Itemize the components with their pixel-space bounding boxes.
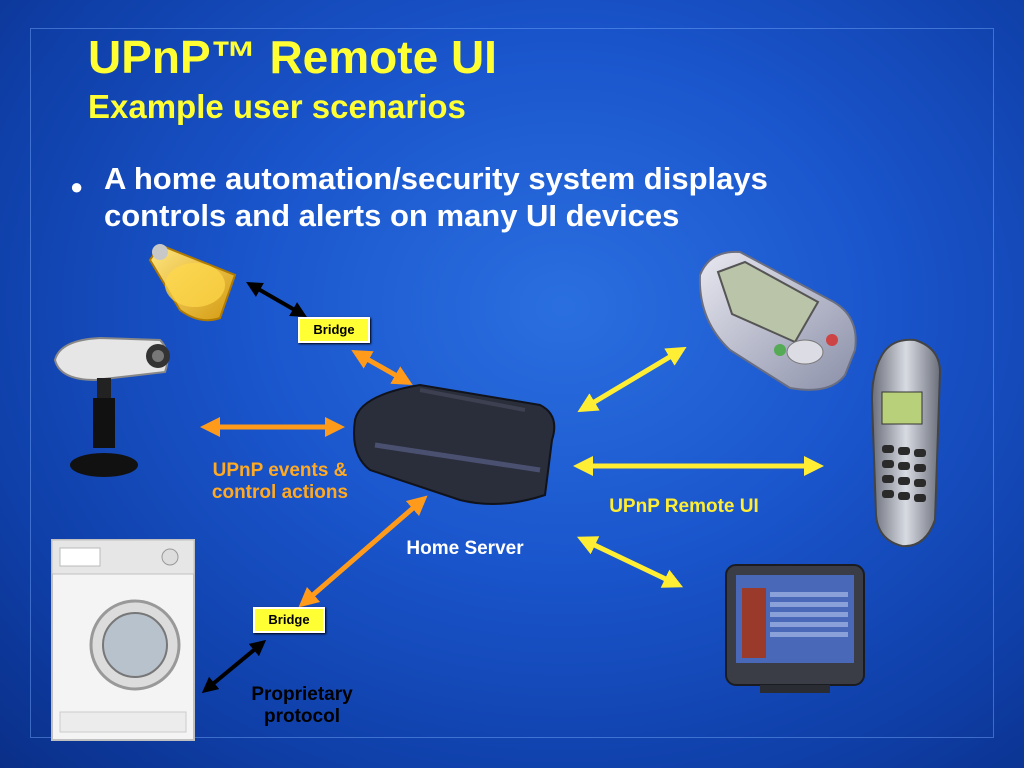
washer-proprietary-arrow bbox=[201, 639, 267, 694]
bullet-text: A home automation/security system displa… bbox=[104, 161, 768, 233]
bridge-top-arrow bbox=[351, 350, 413, 385]
bridge-bottom-arrow bbox=[298, 495, 428, 608]
events-label-line1: UPnP events & bbox=[212, 460, 348, 481]
cordless-phone-icon bbox=[870, 338, 942, 548]
washing-machine-icon bbox=[51, 539, 195, 741]
proprietary-label: Proprietary protocol bbox=[222, 684, 382, 728]
lightbulb-icon bbox=[148, 243, 237, 322]
bridge-bottom-label: Bridge bbox=[253, 607, 325, 633]
bridge-top-label: Bridge bbox=[298, 317, 370, 343]
proprietary-line2: protocol bbox=[264, 706, 340, 727]
events-label: UPnP events & control actions bbox=[190, 460, 370, 504]
slide-frame bbox=[30, 28, 994, 738]
slide-title: UPnP™ Remote UI bbox=[88, 31, 497, 83]
home-server-icon bbox=[353, 383, 556, 505]
bullet-marker: ● bbox=[70, 174, 84, 199]
pda-icon bbox=[698, 250, 857, 391]
bulb-proprietary-arrow bbox=[246, 282, 307, 317]
pda-arrow bbox=[577, 346, 687, 413]
camera-icon bbox=[53, 336, 170, 477]
home-server-label: Home Server bbox=[406, 538, 524, 559]
remote-ui-label: UPnP Remote UI bbox=[609, 496, 759, 517]
proprietary-line1: Proprietary bbox=[251, 684, 353, 705]
tv-arrow bbox=[576, 536, 684, 588]
events-label-line2: control actions bbox=[211, 482, 349, 503]
television-icon bbox=[725, 564, 865, 693]
slide-subtitle: Example user scenarios bbox=[88, 88, 466, 125]
